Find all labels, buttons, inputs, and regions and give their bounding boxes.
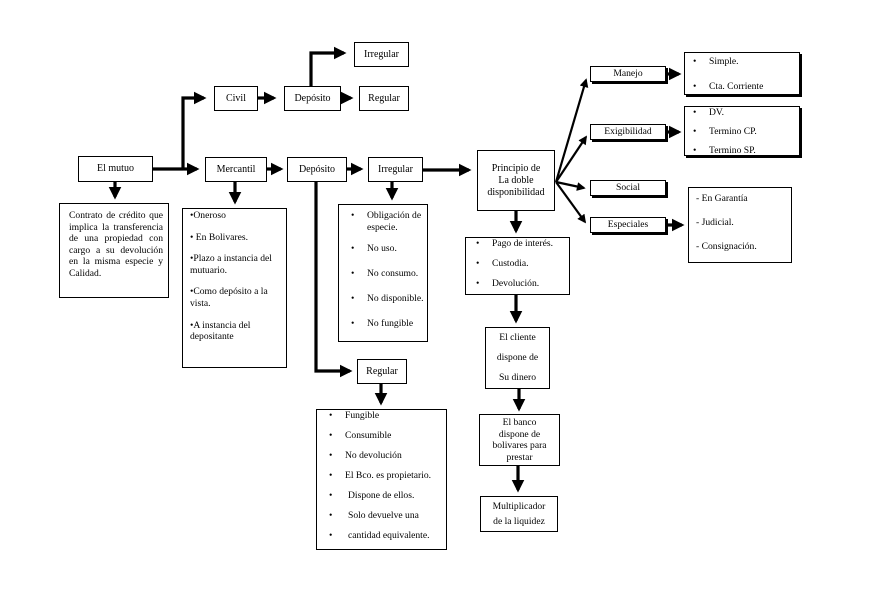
definition-text: Contrato de crédito que implica la trans… [69,210,163,279]
node-label: Social [616,182,640,193]
node-civil: Civil [214,86,258,111]
node-civil-deposito: Depósito [284,86,341,111]
node-label: Irregular [364,48,399,60]
list-item: Devolución. [470,278,569,290]
node-label-line: La doble [498,174,534,186]
node-manejo: Manejo [590,66,666,82]
node-exigibilidad-items: DV. Termino CP. Termino SP. [684,106,800,157]
node-principio-items: Pago de interés. Custodia. Devolución. [465,237,570,295]
list-item: - En Garantía [696,193,748,204]
node-label: Especiales [607,219,649,230]
node-label: Regular [366,365,398,377]
list-item: - Consignación. [696,241,757,252]
node-regular-items: Fungible Consumible No devolución El Bco… [316,409,447,550]
node-mutuo-definition: Contrato de crédito que implica la trans… [59,203,169,298]
node-banco: El banco dispone de bolivares para prest… [479,414,560,466]
list-item: Pago de interés. [470,238,569,250]
node-label: Irregular [378,163,413,175]
arrow-deposito-to-irregular [309,46,347,86]
node-civil-irregular: Irregular [354,42,409,67]
node-label: Exigibilidad [604,126,652,137]
node-label-line: El banco [502,417,537,428]
node-label-line: dispone de [498,428,541,440]
node-label-line: Su dinero [498,372,537,383]
node-social: Social [590,180,666,196]
node-label: Depósito [298,163,336,175]
list-item: Obligación de especie. [345,210,425,234]
node-civil-regular: Regular [359,86,409,111]
list-item: •Oneroso [190,210,226,221]
node-label: Mercantil [216,163,256,175]
list-item: cantidad equivalente. [323,530,446,542]
arrow-principio-to-exigibilidad [555,135,587,183]
node-especiales-items: - En Garantía - Judicial. - Consignación… [688,187,792,263]
list-item: No devolución [323,450,446,462]
node-label: Depósito [294,92,331,104]
node-cliente: El cliente dispone de Su dinero [485,327,550,389]
node-exigibilidad: Exigibilidad [590,124,666,140]
node-mercantil-items: •Oneroso • En Bolivares. •Plazo a instan… [182,208,287,368]
node-label-line: dispone de [496,352,539,363]
list-item: Solo devuelve una [323,510,446,522]
list-item: DV. [687,107,799,119]
node-label-line: disponibilidad [487,186,545,198]
node-mercantil: Mercantil [205,157,267,182]
arrow-principio-to-especiales [555,181,587,224]
list-item: •A instancia del depositante [190,319,251,343]
node-label-line: Multiplicador [492,501,546,512]
list-item: Fungible [323,410,446,422]
list-item: El Bco. es propietario. [323,470,446,482]
list-item: No fungible [345,318,427,330]
list-item: Dispone de ellos. [323,490,446,502]
arrow-to-civil [181,91,207,169]
node-label: El mutuo [97,163,134,174]
node-label: Manejo [613,68,643,79]
node-label: Regular [368,92,400,104]
list-item: • En Bolivares. [190,231,248,243]
node-el-mutuo: El mutuo [78,156,153,182]
arrow-principio-to-social [555,180,586,191]
list-item: •Como depósito a la vista. [190,286,268,309]
list-item: Cta. Corriente [687,81,799,93]
node-label-line: bolivares para [492,440,547,451]
list-item: No uso. [345,243,427,255]
list-item: Simple. [687,56,799,68]
arrow-principio-to-manejo [554,78,589,183]
list-item: Custodia. [470,258,569,270]
list-item: - Judicial. [696,217,734,228]
node-label-line: El cliente [499,332,536,343]
list-item: Termino SP. [687,145,799,157]
node-label-line: prestar [506,451,533,463]
node-principio-doble-disponibilidad: Principio de La doble disponibilidad [477,150,555,211]
list-item: No consumo. [345,268,427,280]
node-label-line: de la liquidez [493,516,545,527]
node-multiplicador: Multiplicador de la liquidez [480,496,558,532]
list-item: Consumible [323,430,446,442]
list-item: •Plazo a instancia del mutuario. [190,253,272,276]
list-item: Termino CP. [687,126,799,138]
list-item: No disponible. [345,293,427,305]
node-label-line: Principio de [491,162,541,174]
node-especiales: Especiales [590,217,666,233]
node-label: Civil [225,92,246,104]
node-mercantil-irregular: Irregular [368,157,423,182]
node-mercantil-regular: Regular [357,359,407,384]
node-irregular-items: Obligación de especie. No uso. No consum… [338,204,428,342]
node-manejo-items: Simple. Cta. Corriente [684,52,800,95]
node-mercantil-deposito: Depósito [287,157,347,182]
